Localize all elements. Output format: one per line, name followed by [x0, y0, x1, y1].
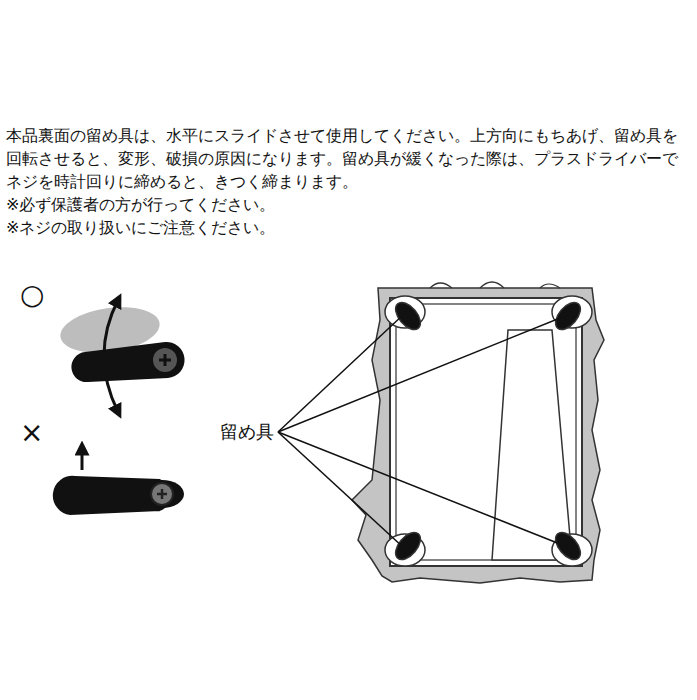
- instruction-text: 本品裏面の留め具は、水平にスライドさせて使用してください。上方向にもちあげ、留め…: [6, 124, 691, 193]
- note-text: ※ネジの取り扱いにご注意ください。: [6, 216, 691, 239]
- note-text: ※必ず保護者の方が行ってください。: [6, 193, 691, 216]
- ng-symbol: ×: [20, 416, 60, 450]
- part-name: 留め具: [220, 420, 274, 444]
- fastener-ok: [57, 300, 184, 412]
- leader-lines: [278, 314, 570, 548]
- fastener-ng: [52, 448, 184, 516]
- ok-symbol: ○: [20, 278, 60, 312]
